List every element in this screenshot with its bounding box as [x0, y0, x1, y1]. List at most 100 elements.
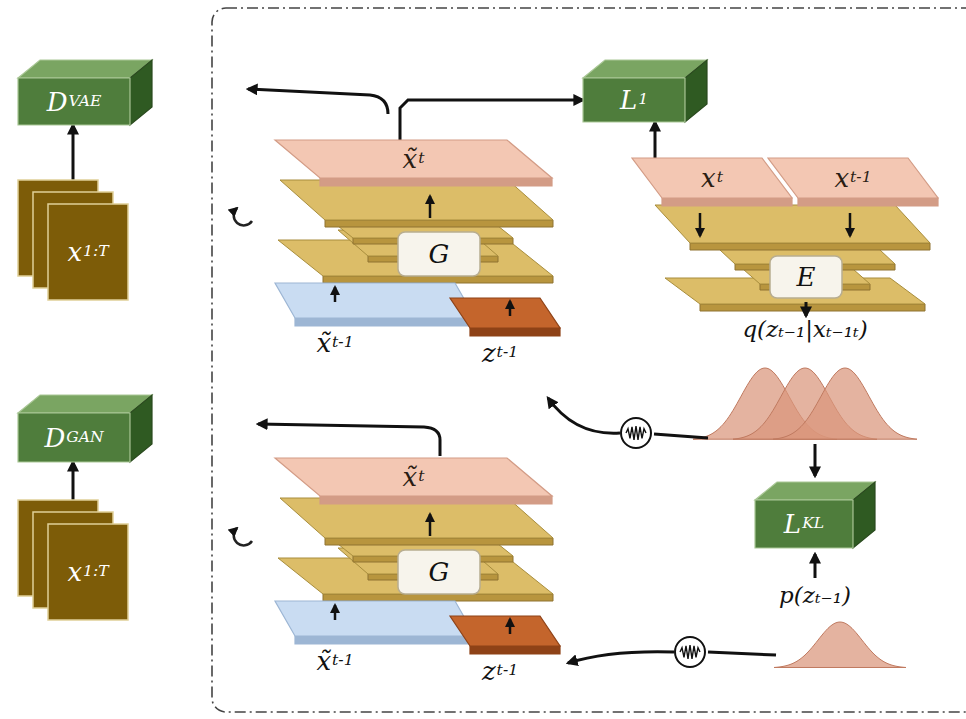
node-shape: [18, 60, 152, 125]
encoder-output-arrow: [805, 302, 808, 316]
encoder-box: E: [770, 256, 842, 298]
latent-plate: zt-1: [450, 616, 560, 686]
node-shape: [275, 283, 475, 358]
plate-face: [450, 616, 560, 646]
node-label: G: [359, 237, 519, 271]
formula-label: p(zₜ₋₁): [730, 582, 900, 610]
frame-sheet: [48, 524, 128, 620]
arrow-connector: [72, 125, 75, 180]
node-label: G: [359, 555, 519, 589]
plate-face: [450, 298, 560, 328]
sequence-stack: x1:T: [18, 500, 128, 620]
node-label: x1:T: [8, 555, 168, 589]
sample-line: [654, 434, 708, 438]
plate-face: [632, 158, 792, 198]
input-plate: x̃t-1: [275, 601, 475, 676]
plate-edge: [295, 318, 475, 326]
box-side: [853, 482, 875, 548]
gaussian-curve: [774, 622, 906, 667]
box-top: [18, 60, 152, 78]
flow-arrow: [849, 213, 852, 236]
box-front: [18, 78, 130, 125]
noise-wave: [680, 645, 700, 659]
layer-edge: [323, 276, 553, 283]
node-shape: [583, 60, 707, 122]
node-label: x̃t-1: [255, 644, 415, 678]
plate-face: [275, 140, 552, 178]
plate-edge: [470, 646, 560, 654]
module-box: [398, 232, 480, 276]
noise-wave: [626, 426, 646, 440]
recurrence-symbol: [234, 208, 252, 225]
box-front: [18, 413, 130, 462]
box-side: [685, 60, 707, 122]
arrow-connector: [72, 462, 75, 500]
kl-arrow: [814, 444, 817, 476]
discriminator-box: DGAN: [18, 395, 152, 462]
plate-face: [275, 458, 552, 496]
layer-edge: [323, 594, 553, 601]
formula-label: q(zₜ₋₁|xₜ₋₁ₜ): [680, 316, 930, 344]
output-plate: x̃t: [275, 458, 552, 504]
input-plate: x̃t-1: [275, 283, 475, 358]
generator-box: G: [398, 232, 480, 276]
node-label: E: [726, 260, 886, 294]
node-label: xt: [632, 161, 792, 195]
box-front: [583, 78, 685, 122]
sample-arrow: [568, 652, 674, 663]
node-shape: [18, 395, 152, 462]
node-shape: [275, 601, 475, 676]
network-layers: [278, 180, 930, 601]
plate-edge: [798, 198, 938, 206]
layer-edge: [690, 243, 930, 250]
layer-edge: [325, 538, 553, 545]
frame-sheet: [48, 204, 128, 300]
layer-edge: [700, 304, 925, 311]
node-label: x̃t-1: [255, 326, 415, 360]
output-arrow: [248, 89, 388, 114]
node-label: L1: [554, 83, 714, 117]
recurrence-symbol: [234, 528, 252, 545]
plate-edge: [320, 496, 552, 504]
box-front: [755, 500, 853, 548]
frame: [212, 8, 966, 712]
node-label: zt-1: [420, 336, 580, 370]
loss-box: LKL: [755, 482, 875, 548]
gaussian-curve: [773, 368, 917, 439]
layer-plate: [655, 205, 930, 243]
node-label: DGAN: [0, 421, 154, 455]
generator-box: G: [398, 550, 480, 594]
flow-arrow: [429, 514, 432, 536]
arrow-connector: [654, 122, 657, 158]
distributions: [693, 368, 917, 667]
module-box: [770, 256, 842, 298]
plate-edge: [295, 636, 475, 644]
plate-edge: [662, 198, 792, 206]
output-arrow: [258, 424, 440, 456]
plate-face: [275, 283, 475, 318]
plate-face: [275, 601, 475, 636]
noise-circle: [621, 418, 651, 448]
box-top: [18, 395, 152, 413]
plate-edge: [470, 328, 560, 336]
box-side: [130, 60, 152, 125]
node-label: LKL: [724, 507, 884, 541]
noise-circle: [675, 637, 705, 667]
plate-edge: [320, 178, 552, 186]
plate-face: [768, 158, 938, 198]
latent-plate: zt-1: [450, 298, 560, 368]
flow-arrow: [699, 213, 702, 236]
noise-symbols: [621, 418, 705, 667]
sample-arrow: [548, 398, 620, 433]
arrow-connector: [400, 100, 583, 140]
discriminator-box: DVAE: [18, 60, 152, 125]
node-shape: [755, 482, 875, 548]
sample-line: [708, 652, 776, 655]
kl-arrow: [814, 554, 817, 578]
input-plate: xt-1: [768, 158, 938, 206]
node-label: x1:T: [8, 235, 168, 269]
module-box: [398, 550, 480, 594]
node-label: zt-1: [420, 654, 580, 688]
loss-box: L1: [583, 60, 707, 122]
